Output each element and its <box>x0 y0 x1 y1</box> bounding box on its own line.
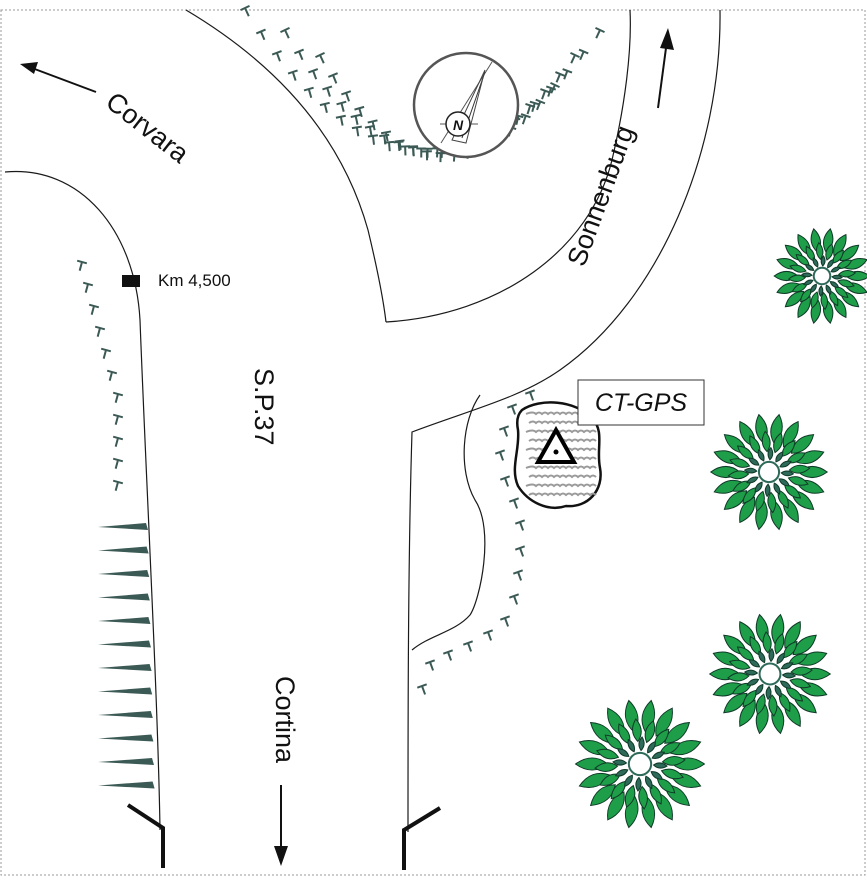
cortina-label: Cortina <box>270 676 300 764</box>
embankment-spike <box>98 782 155 789</box>
tree-icon <box>576 699 705 828</box>
embankment-tick <box>509 594 521 606</box>
road-barrier-left <box>128 805 163 868</box>
embankment-spike <box>98 570 149 577</box>
embankment-spike <box>98 735 153 742</box>
embankment-tick <box>368 135 379 145</box>
tree-icon <box>710 614 831 735</box>
embankment-tick <box>552 72 565 84</box>
embankment-spike <box>98 664 152 671</box>
embankment-spike <box>98 547 149 554</box>
embankment-large-ticks <box>98 523 155 789</box>
sonnenburg-label: Sonnenburg <box>561 122 640 271</box>
embankment-tick <box>111 415 123 426</box>
station-label-box: CT-GPS <box>578 380 704 425</box>
arrow-icon-corvara <box>20 62 96 92</box>
embankment-tick <box>99 349 111 360</box>
embankment-tick <box>352 127 363 137</box>
corvara-label: Corvara <box>100 86 195 169</box>
road-barrier-right <box>404 808 440 870</box>
embankment-spike <box>98 688 152 695</box>
embankment-spike <box>98 523 148 530</box>
embankment-spike <box>98 711 153 718</box>
embankment-tick <box>322 86 334 98</box>
embankment-tick <box>592 28 605 40</box>
tree-icon <box>711 414 827 531</box>
km-marker-label: Km 4,500 <box>158 271 231 290</box>
compass-rose-icon: N <box>414 53 518 157</box>
embankment-tick <box>328 73 341 85</box>
embankment-spike <box>98 758 154 765</box>
embankment-tick <box>422 151 432 160</box>
embankment-tick <box>463 641 475 653</box>
embankment-tick <box>111 481 123 492</box>
embankment-tick <box>288 70 300 82</box>
embankment-tick <box>308 69 320 81</box>
embankment-tick <box>395 140 406 150</box>
embankment-tick <box>336 116 348 127</box>
tree-group <box>576 228 867 828</box>
embankment-tick <box>320 103 332 114</box>
sp37-label: S.P.37 <box>249 368 279 446</box>
embankment-tick <box>499 426 511 438</box>
embankment-tick <box>425 660 437 672</box>
embankment-tick <box>567 53 580 65</box>
embankment-tick <box>500 476 512 488</box>
embankment-tick <box>495 450 507 462</box>
road-edge-left <box>5 171 160 830</box>
km-marker-icon <box>122 275 140 287</box>
embankment-tick <box>525 390 537 402</box>
embankment-tick <box>515 546 527 558</box>
embankment-tick <box>111 393 123 404</box>
north-label: N <box>453 117 464 133</box>
embankment-tick <box>381 131 392 142</box>
embankment-tick <box>341 91 353 103</box>
embankment-tick <box>443 650 455 662</box>
embankment-tick <box>500 616 512 628</box>
embankment-tick <box>111 459 123 470</box>
lawn-edge <box>412 395 485 650</box>
tree-icon <box>774 228 867 324</box>
embankment-tick <box>272 51 285 63</box>
embankment-tick <box>280 28 293 40</box>
embankment-tick <box>483 630 495 642</box>
embankment-tick <box>81 283 93 294</box>
embankment-tick <box>417 684 429 696</box>
embankment-tick <box>240 6 253 18</box>
arrow-icon-sonnenburg <box>658 28 674 108</box>
embankment-spike <box>98 641 151 648</box>
embankment-tick <box>515 520 527 532</box>
road-edge-inner-east <box>386 10 630 322</box>
embankment-tick <box>87 305 99 316</box>
embankment-spike <box>98 594 150 601</box>
embankment-tick <box>256 30 269 42</box>
embankment-ticks <box>75 6 605 696</box>
arrow-icon-cortina <box>274 785 288 866</box>
embankment-tick <box>111 437 123 448</box>
embankment-spike <box>98 617 150 624</box>
embankment-tick <box>93 327 105 338</box>
embankment-tick <box>315 53 328 65</box>
embankment-tick <box>105 371 117 382</box>
embankment-tick <box>294 50 307 62</box>
embankment-tick <box>304 88 316 99</box>
embankment-tick <box>509 498 521 510</box>
embankment-tick <box>416 149 426 158</box>
embankment-tick <box>337 102 349 113</box>
station-label: CT-GPS <box>595 389 687 417</box>
embankment-tick <box>513 570 525 582</box>
embankment-tick <box>75 261 87 272</box>
